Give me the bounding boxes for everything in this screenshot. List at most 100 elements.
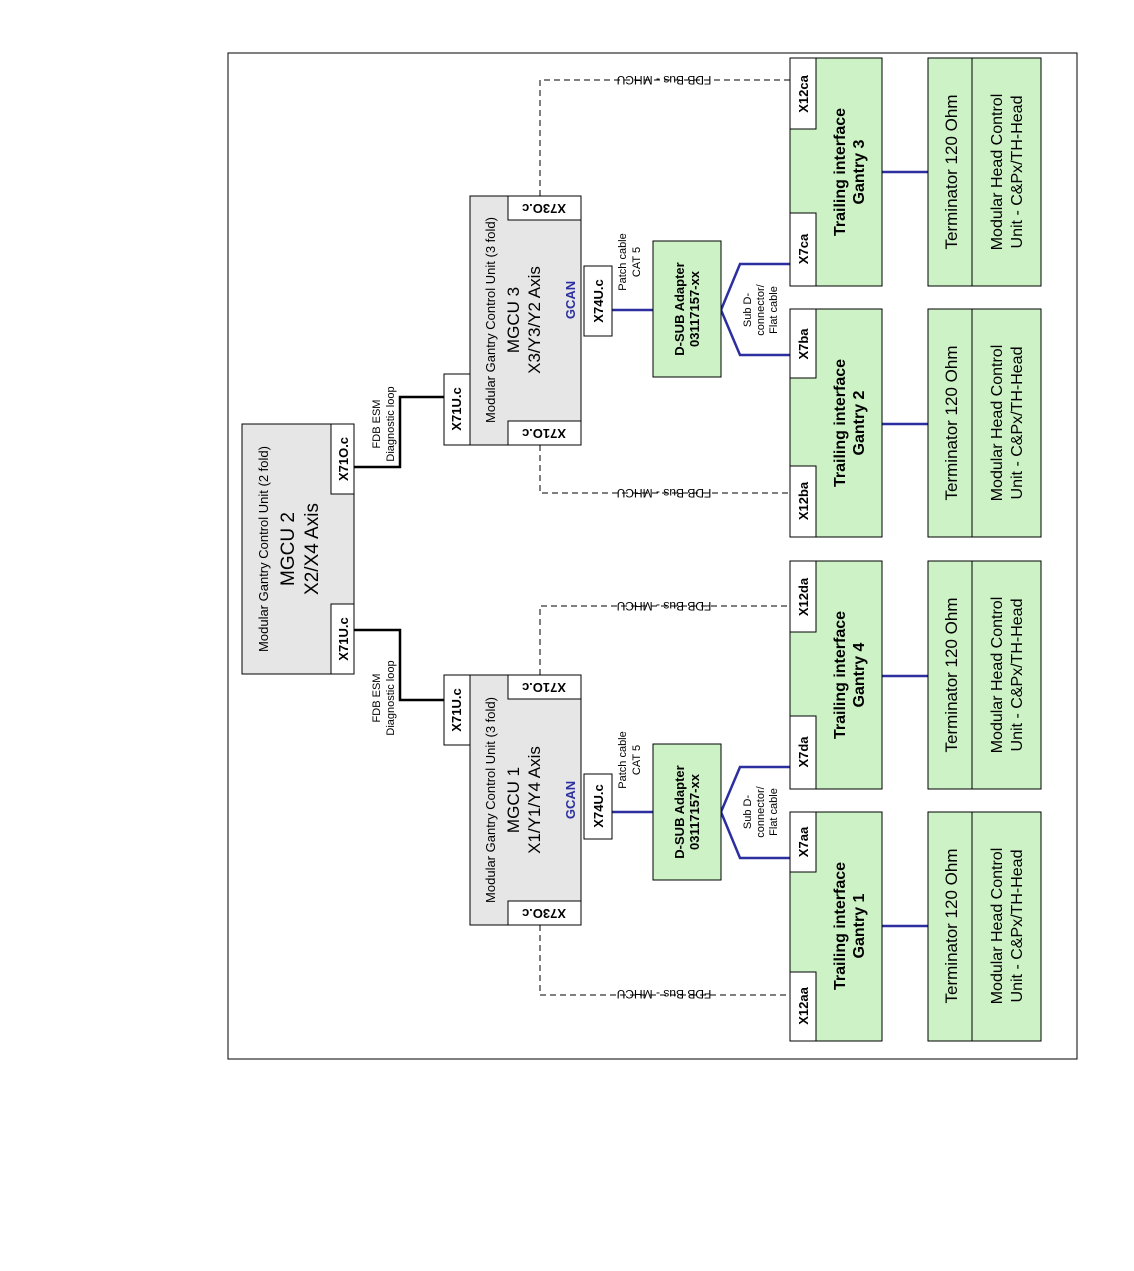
trailing-interface-gantry-1: Trailing interface Gantry 1 X12aa X7aa <box>789 811 883 1042</box>
subd-label-3: Sub D- connector/ Flat cable <box>742 283 780 335</box>
svg-text:Sub D-: Sub D- <box>742 293 754 328</box>
mgcu3-port-x71u-box <box>443 373 471 446</box>
fdb-bus-line-3 <box>539 445 790 494</box>
gantry-1-port-x7aa: X7aa <box>796 826 811 857</box>
subd-line-1-top <box>719 765 790 813</box>
svg-text:Trailing interface: Trailing interface <box>832 359 849 487</box>
mgcu1-port-x74u: X74U.c <box>591 784 606 827</box>
mgcu3-unit: Modular Gantry Control Unit (3 fold) MGC… <box>443 195 613 446</box>
mgcu1-port-x74u-box <box>583 773 613 840</box>
gantry-2-port-left-box <box>789 465 817 538</box>
gantry-4-port-x12da: X12da <box>796 577 811 616</box>
mgcu3-port-x74u: X74U.c <box>591 279 606 322</box>
mgcu2-port-x71o: X71O.c <box>336 437 351 481</box>
subd-label-1: Sub D- connector/ Flat cable <box>742 785 780 837</box>
diagram-frame <box>227 52 1078 1060</box>
svg-text:Flat cable: Flat cable <box>768 286 780 334</box>
svg-text:Terminator 120 Ohm: Terminator 120 Ohm <box>942 849 961 1004</box>
gantry-3-port-x7ca: X7ca <box>796 233 811 264</box>
mgcu1-port-x73o: X73O.c <box>522 906 566 921</box>
svg-text:Trailing interface: Trailing interface <box>832 611 849 739</box>
fdb-bus-label-1: FDB Bus - MHCU <box>617 987 712 1001</box>
mgcu1-axis: X1/Y1/Y4 Axis <box>525 746 544 854</box>
terminator-4: Terminator 120 Ohm Modular Head Control … <box>927 560 1042 790</box>
svg-text:D-SUB Adapter: D-SUB Adapter <box>672 765 687 858</box>
mgcu3-gcan: GCAN <box>563 281 578 319</box>
svg-text:D-SUB Adapter: D-SUB Adapter <box>672 262 687 355</box>
dsub-adapter-3-box <box>652 240 722 378</box>
svg-text:Terminator 120 Ohm: Terminator 120 Ohm <box>942 598 961 753</box>
fdb-bus-label-4: FDB Bus - MHCU <box>617 73 712 87</box>
trailing-interface-gantry-2: Trailing interface Gantry 2 X12ba X7ba <box>789 308 883 538</box>
esm-link-right <box>354 395 444 469</box>
svg-text:FDB ESM: FDB ESM <box>371 400 383 449</box>
fdb-bus-label-3: FDB Bus - MHCU <box>617 486 712 500</box>
gantry-1-port-left-box <box>789 971 817 1042</box>
gantry-3-port-right-box <box>789 57 817 130</box>
svg-text:Diagnostic loop: Diagnostic loop <box>385 660 397 735</box>
fdb-bus-line-4 <box>539 79 790 196</box>
svg-text:Unit - C&Px/TH-Head: Unit - C&Px/TH-Head <box>1009 347 1026 500</box>
gantry-2-port-x12ba: X12ba <box>796 481 811 520</box>
mgcu3-port-x73o: X73O.c <box>522 201 566 216</box>
mgcu3-port-x71o-box <box>507 420 582 446</box>
terminator-2: Terminator 120 Ohm Modular Head Control … <box>927 308 1042 538</box>
mgcu3-axis: X3/Y3/Y2 Axis <box>525 266 544 374</box>
mgcu1-gcan: GCAN <box>563 781 578 819</box>
svg-text:Terminator 120 Ohm: Terminator 120 Ohm <box>942 346 961 501</box>
terminator-1: Terminator 120 Ohm Modular Head Control … <box>927 811 1042 1042</box>
fdb-bus-line-1 <box>539 925 790 996</box>
svg-text:Gantry 4: Gantry 4 <box>851 642 868 707</box>
trailing-interface-gantry-3: Trailing interface Gantry 3 X7ca X12ca <box>789 57 883 287</box>
gantry-1-port-right-box <box>789 811 817 873</box>
mgcu3-box <box>469 195 582 446</box>
mgcu1-title: Modular Gantry Control Unit (3 fold) <box>483 697 498 903</box>
svg-text:Patch cable: Patch cable <box>617 233 629 290</box>
fdb-bus-label-2: FDB Bus - MHCU <box>617 599 712 613</box>
mgcu1-unit: Modular Gantry Control Unit (3 fold) MGC… <box>443 674 613 926</box>
mgcu3-name: MGCU 3 <box>504 287 523 353</box>
svg-text:connector/: connector/ <box>755 785 767 837</box>
svg-text:connector/: connector/ <box>755 283 767 335</box>
mgcu2-unit: Modular Gantry Control Unit (2 fold) MGC… <box>241 423 355 675</box>
dsub-adapter-1-box <box>652 743 722 881</box>
svg-text:Flat cable: Flat cable <box>768 788 780 836</box>
mgcu2-axis: X2/X4 Axis <box>302 503 323 595</box>
svg-text:03117157-xx: 03117157-xx <box>687 270 702 347</box>
mgcu2-port-x71u: X71U.c <box>336 617 351 660</box>
svg-text:Trailing interface: Trailing interface <box>832 108 849 236</box>
mgcu3-title: Modular Gantry Control Unit (3 fold) <box>483 217 498 423</box>
patch-cable-label-3: Patch cable CAT 5 <box>617 233 643 290</box>
gantry-3-port-x12ca: X12ca <box>796 74 811 112</box>
mgcu3-port-x71u: X71U.c <box>449 387 464 430</box>
svg-text:Modular Head Control: Modular Head Control <box>989 597 1006 754</box>
mgcu1-port-x73o-box <box>507 900 582 926</box>
gantry-4-port-right-box <box>789 560 817 633</box>
terminator-1-box <box>927 811 1042 1042</box>
svg-text:Diagnostic loop: Diagnostic loop <box>385 386 397 461</box>
svg-text:Gantry 3: Gantry 3 <box>851 139 868 204</box>
esm-label-right: FDB ESM Diagnostic loop <box>371 386 397 461</box>
patch-cable-label-1: Patch cable CAT 5 <box>617 731 643 788</box>
mgcu1-port-x71o-box <box>507 674 582 700</box>
esm-label-left: FDB ESM Diagnostic loop <box>371 660 397 735</box>
terminator-4-box <box>927 560 1042 790</box>
svg-text:Trailing interface: Trailing interface <box>832 862 849 990</box>
terminator-3-box <box>927 57 1042 287</box>
svg-text:Gantry 2: Gantry 2 <box>851 390 868 455</box>
gantry-2-port-x7ba: X7ba <box>796 328 811 360</box>
svg-text:Patch cable: Patch cable <box>617 731 629 788</box>
svg-text:Unit - C&Px/TH-Head: Unit - C&Px/TH-Head <box>1009 96 1026 249</box>
mgcu2-name: MGCU 2 <box>278 512 299 586</box>
svg-text:Unit - C&Px/TH-Head: Unit - C&Px/TH-Head <box>1009 850 1026 1003</box>
fdb-bus-line-2 <box>539 605 790 675</box>
subd-line-1-bottom <box>719 811 790 860</box>
svg-text:Modular Head Control: Modular Head Control <box>989 94 1006 251</box>
mgcu1-name: MGCU 1 <box>504 767 523 833</box>
svg-text:FDB ESM: FDB ESM <box>371 674 383 723</box>
svg-text:Modular Head Control: Modular Head Control <box>989 848 1006 1005</box>
trailing-interface-gantry-4: Trailing interface Gantry 4 X7da X12da <box>789 560 883 790</box>
gantry-1-port-x12aa: X12aa <box>796 986 811 1024</box>
gantry-3-port-left-box <box>789 212 817 287</box>
